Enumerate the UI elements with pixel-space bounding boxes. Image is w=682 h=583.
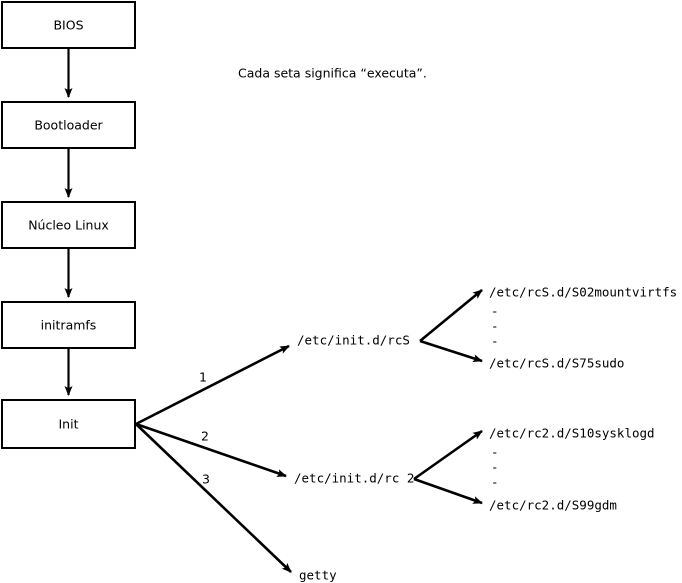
boot-chain-group: BIOS Bootloader Núcleo Linux initramfs I… [1, 1, 136, 449]
rcs-ellipsis-dash-3: - [491, 334, 499, 349]
branch-2-line [135, 422, 287, 478]
node-init: Init [1, 399, 136, 449]
branch-1-line [135, 344, 290, 426]
node-init-box [1, 399, 136, 449]
node-kernel: Núcleo Linux [1, 201, 136, 249]
init-branches-group: 1 2 3 [135, 344, 292, 573]
node-initramfs: initramfs [1, 301, 136, 349]
node-kernel-box [1, 201, 136, 249]
branch-target-labels: /etc/init.d/rcS /etc/init.d/rc 2 getty [294, 333, 414, 583]
node-bios-label: BIOS [53, 18, 83, 33]
node-bios: BIOS [1, 1, 136, 49]
rc2-ellipsis-dash-2: - [491, 460, 499, 475]
node-kernel-label: Núcleo Linux [28, 218, 109, 233]
label-rc2-d-s99gdm: /etc/rc2.d/S99gdm [489, 498, 617, 513]
label-rcs-d-s02mountvirtfs: /etc/rcS.d/S02mountvirtfs [489, 285, 677, 300]
rcs-ellipsis-dash-2: - [491, 319, 499, 334]
fanout-rc2-bottom-line [413, 477, 483, 505]
fanout-rc2-top-line [413, 429, 483, 481]
branch-3-number: 3 [202, 472, 210, 487]
label-etc-init-d-rc-2: /etc/init.d/rc 2 [294, 471, 414, 486]
node-bootloader: Bootloader [1, 101, 136, 149]
rcs-ellipsis-dash-1: - [491, 304, 499, 319]
node-initramfs-label: initramfs [41, 318, 97, 333]
node-bootloader-label: Bootloader [34, 118, 103, 133]
rc2-ellipsis-dash-3: - [491, 475, 499, 490]
label-rc2-d-s10sysklogd: /etc/rc2.d/S10sysklogd [489, 426, 655, 441]
fanout-rcs-top-line [419, 288, 483, 343]
branch-1-number: 1 [199, 370, 207, 385]
rc2-ellipsis-dash-1: - [491, 445, 499, 460]
branch-2-number: 2 [201, 429, 209, 444]
node-bios-box [1, 1, 136, 49]
diagram-caption: Cada seta significa “executa”. [238, 66, 427, 81]
label-getty: getty [299, 568, 337, 583]
label-etc-init-d-rcs: /etc/init.d/rcS [297, 333, 410, 348]
fanout-rcs-group: /etc/rcS.d/S02mountvirtfs /etc/rcS.d/S75… [419, 285, 677, 371]
branch-3-line [135, 423, 292, 573]
label-rcs-d-s75sudo: /etc/rcS.d/S75sudo [489, 356, 624, 371]
fanout-rcs-bottom-line [419, 339, 483, 363]
fanout-rc2-group: /etc/rc2.d/S10sysklogd /etc/rc2.d/S99gdm… [413, 426, 655, 513]
node-initramfs-box [1, 301, 136, 349]
node-init-label: Init [59, 417, 79, 432]
